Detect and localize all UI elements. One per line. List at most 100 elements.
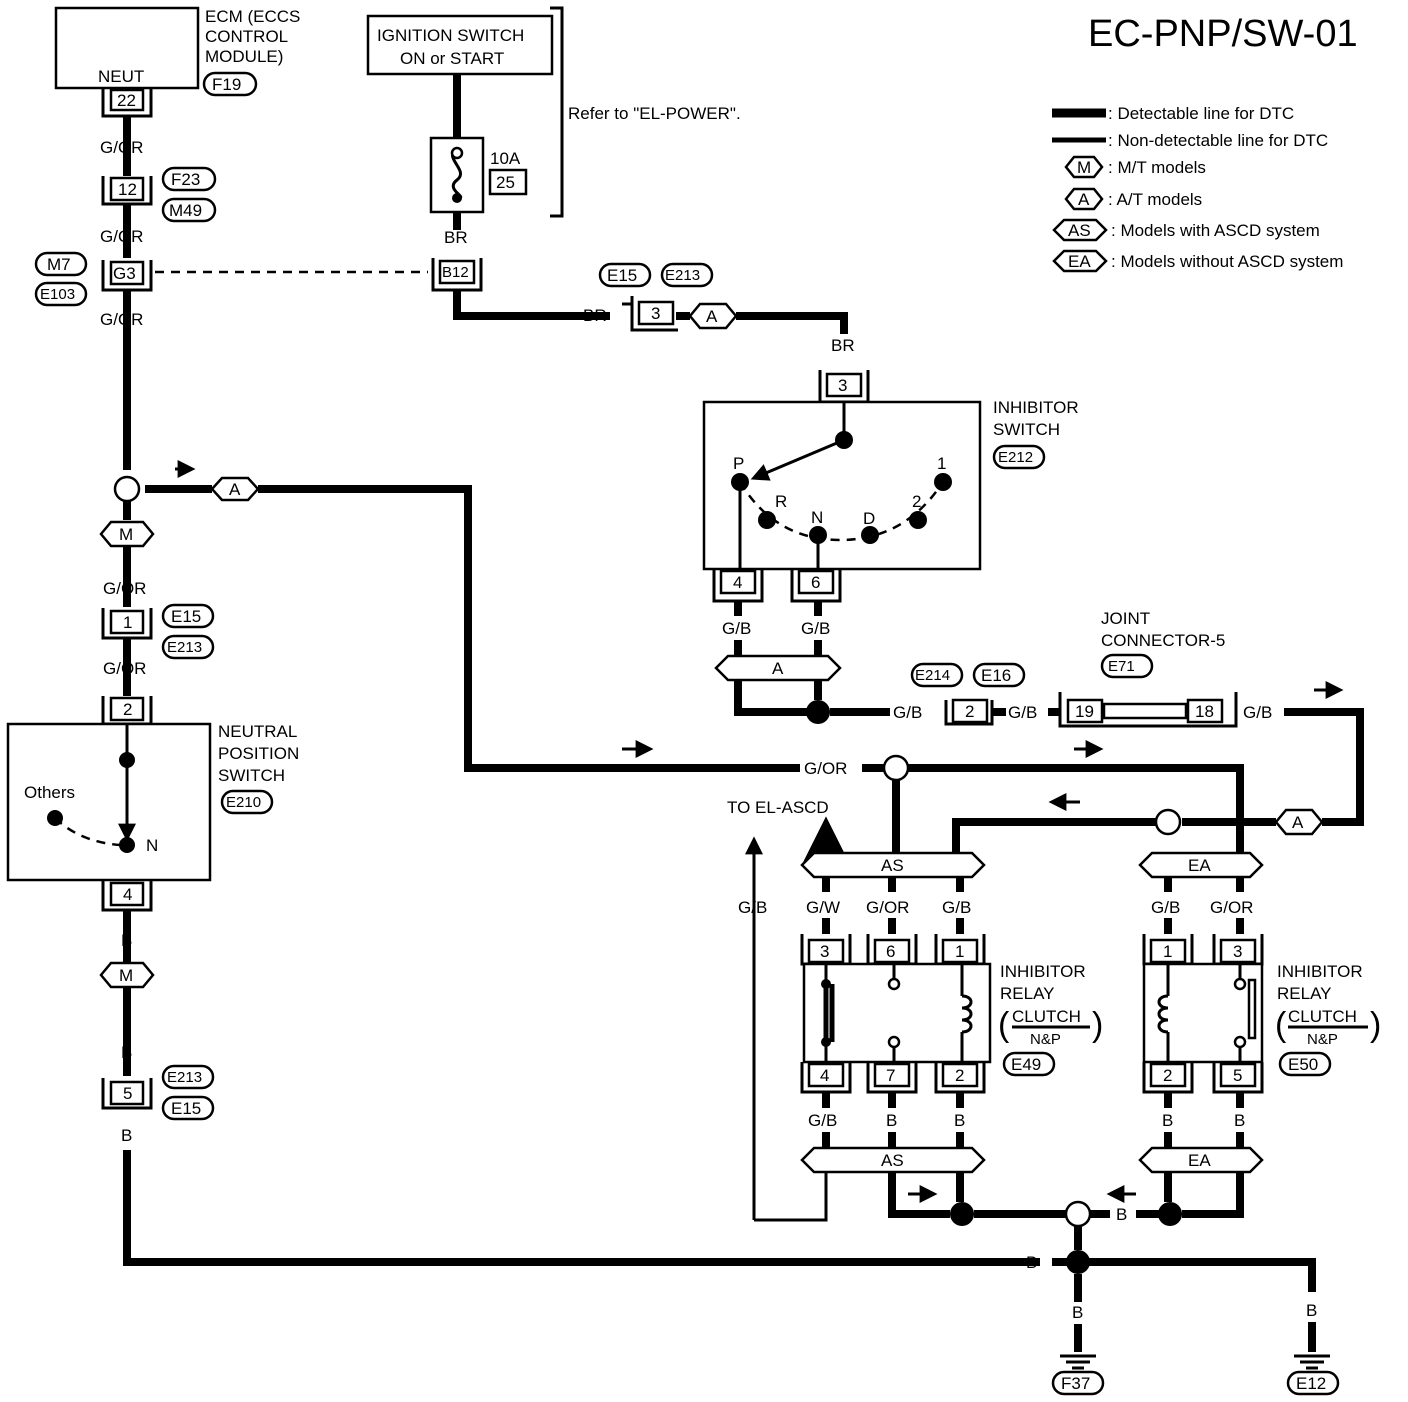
svg-text:E15: E15 [607,266,637,285]
inhibitor-relay-e49: 3 6 1 4 7 2 INHIBITOR RELAY ( CLUTCH N&P… [800,934,1103,1094]
svg-text:AS: AS [881,1151,904,1170]
svg-text:NEUTRAL: NEUTRAL [218,722,297,741]
svg-text:B: B [1162,1111,1173,1130]
tag-ea-top: EA [1138,851,1264,879]
svg-text:G/B: G/B [893,703,922,722]
tag-a: A [210,476,260,502]
svg-text:M: M [119,525,133,544]
legend: : Detectable line for DTC : Non-detectab… [1052,104,1343,273]
svg-text:BR: BR [583,306,607,325]
svg-text:F23: F23 [171,170,200,189]
svg-text:E12: E12 [1296,1374,1326,1393]
svg-text:AS: AS [881,856,904,875]
ignition-switch: IGNITION SWITCH ON or START Refer to "EL… [366,6,741,218]
svg-text:G/B: G/B [1151,898,1180,917]
svg-text:G/OR: G/OR [103,659,146,678]
tag-a-br: A [688,302,738,330]
ecm-terminal-name: NEUT [98,67,144,86]
svg-text:6: 6 [886,942,895,961]
svg-text:N&P: N&P [1030,1031,1061,1048]
svg-text:R: R [775,492,787,511]
svg-text:1: 1 [123,613,132,632]
svg-text:IGNITION SWITCH: IGNITION SWITCH [377,26,524,45]
svg-text:G/W: G/W [806,898,840,917]
svg-text:E213: E213 [167,1069,202,1086]
svg-text:Refer to "EL-POWER".: Refer to "EL-POWER". [568,104,741,123]
svg-text:BR: BR [444,228,468,247]
svg-text:M: M [1077,158,1091,177]
svg-text:G/B: G/B [1243,703,1272,722]
svg-text:B: B [886,1111,897,1130]
legend-item-ea: : Models without ASCD system [1111,252,1343,271]
tag-m-lower: M [99,961,155,989]
svg-text:EA: EA [1068,252,1091,271]
svg-text:N&P: N&P [1307,1031,1338,1048]
svg-text:): ) [1092,1006,1103,1044]
svg-text:JOINT: JOINT [1101,609,1150,628]
svg-text:6: 6 [811,573,820,592]
svg-text:B: B [121,931,132,950]
svg-text:N: N [146,836,158,855]
ground-f37: B F37 [1051,1250,1105,1396]
svg-text:E212: E212 [998,449,1033,466]
svg-text:2: 2 [955,1066,964,1085]
svg-text:B: B [1072,1303,1083,1322]
svg-text:1: 1 [937,454,946,473]
page-title: EC-PNP/SW-01 [1088,13,1358,55]
svg-text:INHIBITOR: INHIBITOR [993,398,1079,417]
legend-m-tag: M [1064,155,1104,179]
tag-m: M [99,520,155,548]
svg-text:P: P [733,454,744,473]
legend-item-mt: : M/T models [1108,158,1206,177]
svg-text:E49: E49 [1011,1055,1041,1074]
svg-text:SWITCH: SWITCH [218,766,285,785]
svg-text:1: 1 [955,942,964,961]
svg-text:F37: F37 [1061,1374,1090,1393]
splice-open-gor [882,754,910,782]
connector-12: 12 F23 M49 [101,166,217,223]
svg-text:2: 2 [965,702,974,721]
svg-text:EA: EA [1188,1151,1211,1170]
svg-text:B: B [954,1111,965,1130]
inhibitor-relay-e50: 1 3 2 5 INHIBITOR RELAY ( CLUTCH N&P ) E… [1142,934,1381,1094]
inhibitor-switch: 3 P R N D 2 1 INHIBITOR SWITCH E212 4 6 [702,370,1079,603]
joint-connector-5: JOINT CONNECTOR-5 E71 19 18 [1058,609,1238,728]
svg-text:B: B [1234,1111,1245,1130]
svg-text:(: ( [1275,1006,1287,1044]
svg-text:B12: B12 [442,264,469,281]
svg-text:POSITION: POSITION [218,744,299,763]
svg-text:G/OR: G/OR [804,759,847,778]
svg-text:E103: E103 [40,286,75,303]
connector-1: 1 E15 E213 [101,603,215,660]
svg-text:N: N [811,508,823,527]
svg-text:A: A [229,480,241,499]
svg-text:CONTROL: CONTROL [205,27,288,46]
splice-open-ground [1064,1200,1092,1228]
legend-ea-tag: EA [1052,249,1108,273]
legend-item-detectable: : Detectable line for DTC [1108,104,1294,123]
svg-text:B: B [1306,1301,1317,1320]
tag-as-top: AS [800,851,986,879]
svg-text:M: M [119,966,133,985]
svg-text:RELAY: RELAY [1000,984,1055,1003]
svg-text:): ) [1370,1006,1381,1044]
svg-text:3: 3 [838,376,847,395]
svg-text:RELAY: RELAY [1277,984,1332,1003]
svg-text:B: B [121,1043,132,1062]
svg-text:G/B: G/B [801,619,830,638]
svg-text:G/B: G/B [722,619,751,638]
svg-text:E15: E15 [171,1099,201,1118]
svg-text:B: B [121,1126,132,1145]
svg-text:3: 3 [651,304,660,323]
svg-text:G/OR: G/OR [103,579,146,598]
svg-text:A: A [772,659,784,678]
svg-text:ECM (ECCS: ECM (ECCS [205,7,300,26]
svg-text:18: 18 [1195,702,1214,721]
connector-g3: G3 M7 E103 [34,251,153,307]
svg-text:B: B [1026,1253,1037,1272]
neutral-position-switch: 2 Others N NEUTRAL POSITION SWITCH E210 … [6,696,299,912]
svg-text:10A: 10A [490,149,521,168]
svg-text:Others: Others [24,783,75,802]
legend-as-tag: AS [1052,218,1108,242]
connector-5: 5 E213 E15 [101,1064,215,1121]
